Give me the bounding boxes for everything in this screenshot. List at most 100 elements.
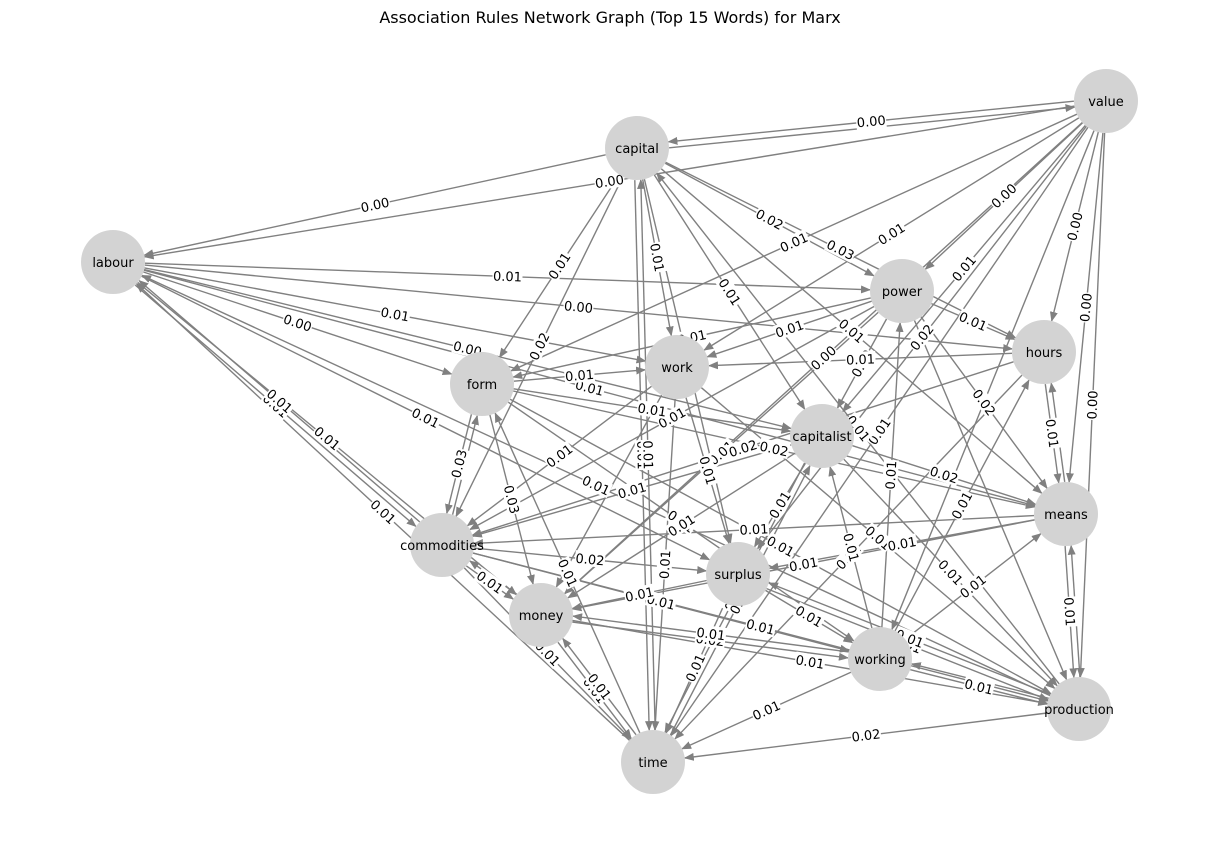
edge-label-background bbox=[640, 439, 657, 471]
edge-label: 0.00 bbox=[281, 312, 313, 335]
edge-label-group: 0.03 bbox=[447, 447, 471, 481]
node-label: money bbox=[519, 609, 564, 624]
edge-label-group: 0.02 bbox=[753, 205, 787, 234]
edge-label-background bbox=[738, 520, 770, 538]
edge-label: 0.00 bbox=[1078, 292, 1096, 322]
edge-label-group: 0.01 bbox=[839, 530, 863, 564]
node-label: labour bbox=[92, 256, 134, 271]
edge-label-background bbox=[1043, 417, 1062, 450]
node-circle[interactable] bbox=[450, 352, 514, 416]
node-work[interactable]: work bbox=[645, 335, 709, 399]
edge-label-group: 0.01 bbox=[749, 697, 783, 724]
edge-label: 0.01 bbox=[846, 352, 876, 368]
edge-label: 0.00 bbox=[563, 299, 593, 317]
edge-label-group: 0.01 bbox=[792, 601, 826, 631]
edge-label-background bbox=[765, 488, 794, 522]
edge-label-background bbox=[563, 366, 596, 384]
edge-label-group: 0.01 bbox=[1060, 596, 1079, 628]
edge-label-background bbox=[501, 482, 523, 516]
node-circle[interactable] bbox=[870, 259, 934, 323]
edge-label-background bbox=[525, 329, 553, 364]
edge-label-group: 0.01 bbox=[563, 366, 596, 385]
node-power[interactable]: power bbox=[870, 259, 934, 323]
edge-label-background bbox=[840, 530, 863, 564]
node-money[interactable]: money bbox=[509, 583, 573, 647]
edge-label-background bbox=[843, 411, 874, 445]
edge-label-background bbox=[987, 179, 1020, 212]
edge-label-background bbox=[615, 478, 649, 502]
node-working[interactable]: working bbox=[848, 627, 912, 691]
node-commodities[interactable]: commodities bbox=[400, 513, 484, 577]
edge-label-group: 0.01 bbox=[492, 267, 523, 286]
edge-label-background bbox=[787, 553, 820, 575]
edge-label-background bbox=[763, 532, 798, 560]
node-circle[interactable] bbox=[848, 627, 912, 691]
edge-label: 0.01 bbox=[839, 532, 861, 564]
node-circle[interactable] bbox=[410, 513, 474, 577]
edge-label-group: 0.01 bbox=[378, 303, 412, 325]
node-circle[interactable] bbox=[790, 404, 854, 468]
edge-label-background bbox=[584, 669, 615, 703]
edge-label-background bbox=[695, 624, 727, 643]
edge-label-background bbox=[696, 453, 720, 487]
node-time[interactable]: time bbox=[621, 730, 685, 794]
node-circle[interactable] bbox=[621, 730, 685, 794]
node-label: work bbox=[661, 361, 693, 376]
node-capital[interactable]: capital bbox=[605, 116, 669, 180]
node-hours[interactable]: hours bbox=[1012, 320, 1076, 384]
node-circle[interactable] bbox=[509, 583, 573, 647]
node-circle[interactable] bbox=[1012, 320, 1076, 384]
edge-label-group: 0.01 bbox=[639, 439, 657, 471]
node-capitalist[interactable]: capitalist bbox=[790, 404, 854, 468]
edge-label-background bbox=[772, 316, 806, 341]
edge-label: 0.01 bbox=[884, 460, 901, 490]
edge-label: 0.03 bbox=[824, 238, 857, 264]
edge-label: 0.00 bbox=[1065, 211, 1087, 243]
edge-label-background bbox=[664, 510, 698, 540]
edge-label-background bbox=[906, 320, 937, 354]
node-means[interactable]: means bbox=[1034, 482, 1098, 546]
node-circle[interactable] bbox=[645, 335, 709, 399]
edge-label-background bbox=[855, 112, 887, 130]
node-value[interactable]: value bbox=[1074, 69, 1138, 133]
edge-label-group: 0.01 bbox=[664, 510, 698, 540]
edge-label: 0.02 bbox=[851, 727, 882, 745]
node-circle[interactable] bbox=[1047, 677, 1111, 741]
edge-label-background bbox=[447, 447, 470, 481]
edge-label-group: 0.02 bbox=[574, 550, 606, 569]
node-circle[interactable] bbox=[1034, 482, 1098, 546]
edge-label: 0.01 bbox=[367, 497, 398, 528]
edge-label-group: 0.00 bbox=[593, 171, 626, 192]
node-surplus[interactable]: surplus bbox=[706, 542, 770, 606]
node-labour[interactable]: labour bbox=[81, 230, 145, 294]
edge-label: 0.01 bbox=[658, 550, 675, 580]
edge-label-background bbox=[562, 297, 595, 316]
edge-label-group: 0.01 bbox=[1042, 417, 1062, 450]
edge-label: 0.01 bbox=[639, 440, 655, 469]
edge-label: 0.01 bbox=[493, 269, 522, 285]
edge-label: 0.00 bbox=[594, 173, 625, 192]
node-production[interactable]: production bbox=[1044, 677, 1114, 741]
node-label: commodities bbox=[400, 539, 484, 554]
node-circle[interactable] bbox=[605, 116, 669, 180]
edge-label-group: 0.01 bbox=[962, 675, 996, 699]
node-form[interactable]: form bbox=[450, 352, 514, 416]
edge-label: 0.03 bbox=[449, 448, 471, 480]
edge-label-group: 0.01 bbox=[409, 404, 443, 432]
node-circle[interactable] bbox=[1074, 69, 1138, 133]
edge-label-background bbox=[715, 275, 745, 309]
edge-label: 0.01 bbox=[963, 677, 995, 699]
node-circle[interactable] bbox=[81, 230, 145, 294]
edge-label-background bbox=[1063, 210, 1086, 243]
edge-label: 0.01 bbox=[636, 401, 667, 420]
edge-label-group: 0.00 bbox=[562, 297, 595, 317]
edge-label-group: 0.00 bbox=[855, 112, 887, 131]
edge-label-group: 0.01 bbox=[845, 350, 876, 369]
edge-label-background bbox=[893, 625, 927, 651]
edge-label-group: 0.01 bbox=[646, 241, 668, 274]
edge-label-background bbox=[956, 570, 990, 602]
edge-label-background bbox=[757, 437, 791, 460]
edge-labels-layer: 0.00 0.00 0.00 0.01 0.00 0.00 0.01 0.00 0.01 0.01… bbox=[259, 112, 1102, 746]
node-circle[interactable] bbox=[706, 542, 770, 606]
